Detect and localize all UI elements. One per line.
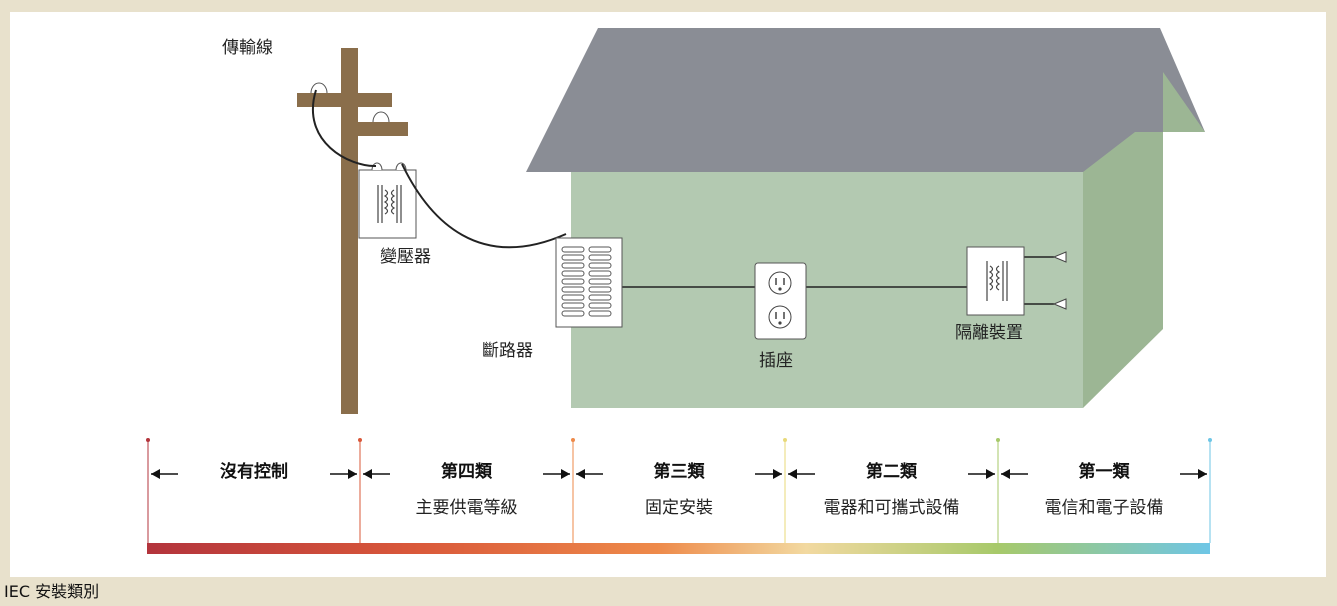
house-roof-gable — [1163, 72, 1205, 132]
right-arrowhead-icon — [561, 469, 570, 479]
category-boundary-marker — [1208, 438, 1212, 442]
breaker-switch — [588, 270, 612, 277]
category-boundary-marker — [358, 438, 362, 442]
service-drop-wire — [401, 163, 567, 249]
transformer-label: 變壓器 — [380, 247, 431, 267]
breaker-switch — [588, 278, 612, 285]
breaker-switch — [561, 262, 585, 269]
diagram-panel: 傳輸線 變壓器 斷路器 插座 隔離裝置 沒有控制 第四類主要供電等級 第三類固定安裝… — [10, 12, 1326, 577]
breaker-switch — [561, 302, 585, 309]
category-subtitle: 電信和電子設備 — [1044, 498, 1164, 518]
isolation-device-label: 隔離裝置 — [955, 323, 1023, 343]
pole-post — [341, 48, 358, 414]
house — [526, 28, 1205, 408]
breaker-switches — [561, 246, 612, 317]
transmission-line-label: 傳輸線 — [222, 38, 273, 58]
insulator-1 — [310, 82, 328, 94]
category-boundary-marker — [146, 438, 150, 442]
breaker-switch — [588, 262, 612, 269]
left-arrowhead-icon — [151, 469, 160, 479]
figure-caption: IEC 安裝類別 — [4, 582, 100, 601]
transformer-coil-icon — [377, 185, 402, 223]
category-title: 第三類 — [653, 462, 705, 482]
category-title: 第一類 — [1078, 462, 1130, 482]
transformer-bushing-1 — [371, 162, 383, 171]
breaker-panel — [555, 237, 623, 328]
diagram-canvas — [146, 28, 1212, 554]
category-subtitle: 電器和可攜式設備 — [823, 498, 960, 518]
category-subtitle: 固定安裝 — [645, 498, 713, 518]
insulator-2 — [372, 111, 390, 123]
right-arrowhead-icon — [986, 469, 995, 479]
breaker-switch — [588, 286, 612, 293]
house-side-wall — [1083, 124, 1163, 408]
breaker-switch — [561, 270, 585, 277]
breaker-switch — [588, 254, 612, 261]
transformer — [358, 162, 417, 239]
output-terminal-2 — [1052, 298, 1067, 310]
left-arrowhead-icon — [363, 469, 372, 479]
category-title: 第二類 — [866, 462, 917, 482]
breaker-switch — [561, 310, 585, 317]
house-roof — [526, 28, 1205, 172]
right-arrowhead-icon — [348, 469, 357, 479]
category-subtitle: 主要供電等級 — [415, 498, 518, 518]
left-arrowhead-icon — [576, 469, 585, 479]
breaker-switch — [561, 254, 585, 261]
category-boundary-marker — [996, 438, 1000, 442]
breaker-switch — [561, 278, 585, 285]
right-arrowhead-icon — [773, 469, 782, 479]
pole-crossarm-lower — [358, 122, 408, 136]
category-title: 沒有控制 — [220, 462, 288, 482]
output-terminal-1 — [1052, 251, 1067, 263]
category-gradient-bar — [147, 543, 1210, 554]
left-arrowhead-icon — [1001, 469, 1010, 479]
left-arrowhead-icon — [788, 469, 797, 479]
outlet — [754, 262, 807, 340]
outlet-plate — [754, 262, 807, 340]
breaker-switch — [588, 302, 612, 309]
isolation-device — [966, 246, 1025, 316]
breaker-switch — [561, 246, 585, 253]
outlet-label: 插座 — [759, 351, 793, 371]
breaker-label: 斷路器 — [482, 341, 533, 361]
utility-pole — [297, 48, 408, 414]
breaker-switch — [561, 286, 585, 293]
breaker-switch — [561, 294, 585, 301]
transmission-wire — [312, 89, 377, 168]
isolation-coil-icon — [986, 261, 1008, 301]
breaker-switch — [588, 310, 612, 317]
category-boundary-marker — [783, 438, 787, 442]
category-boundary-marker — [571, 438, 575, 442]
isolation-device-box — [966, 246, 1025, 316]
category-title: 第四類 — [441, 462, 492, 482]
outlet-socket-top-icon — [768, 271, 792, 295]
breaker-switch — [588, 246, 612, 253]
wires — [312, 89, 1054, 305]
pole-crossarm-upper — [297, 93, 392, 107]
category-scale — [146, 438, 1212, 543]
breaker-switch — [588, 294, 612, 301]
outlet-socket-bottom-icon — [768, 305, 792, 329]
right-arrowhead-icon — [1198, 469, 1207, 479]
